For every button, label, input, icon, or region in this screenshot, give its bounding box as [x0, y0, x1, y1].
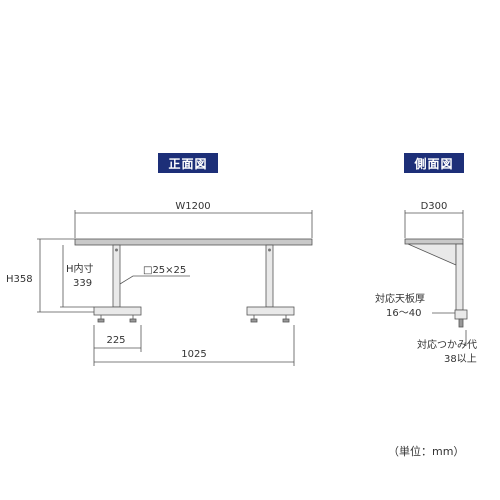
- right-foot: [246, 306, 295, 316]
- top-thickness-label-2: 16〜40: [386, 308, 421, 319]
- inner-height-label-1: H内寸: [66, 262, 94, 275]
- front-view: [37, 210, 313, 366]
- side-clamp: [454, 309, 468, 320]
- depth-label: D300: [421, 201, 448, 212]
- pipe-leader: [119, 275, 190, 285]
- span-label: 1025: [181, 349, 206, 360]
- unit-label: （単位：mm）: [388, 445, 465, 458]
- right-leg: [265, 244, 274, 308]
- height-label: H358: [6, 274, 33, 285]
- side-view-badge: 側面図: [404, 153, 464, 173]
- side-view: [404, 210, 468, 345]
- inner-height-label-2: 339: [73, 278, 92, 289]
- side-top: [404, 238, 464, 245]
- foot-span-label: 225: [106, 335, 125, 346]
- table-top: [74, 238, 313, 246]
- side-clamp-screw: [458, 318, 464, 328]
- right-foot-pad-1: [250, 318, 258, 323]
- side-post: [455, 243, 464, 311]
- top-thickness-label-1: 対応天板厚: [375, 292, 425, 305]
- grip-label-1: 対応つかみ代: [417, 338, 477, 351]
- left-foot-pad-2: [129, 318, 137, 323]
- pipe-label: □25×25: [143, 265, 186, 276]
- right-foot-pad-2: [282, 318, 290, 323]
- right-leg-bolt: [268, 248, 271, 252]
- front-view-badge: 正面図: [158, 153, 218, 173]
- left-leg-bolt: [115, 248, 118, 252]
- width-label: W1200: [175, 201, 210, 212]
- grip-label-2: 38以上: [444, 353, 477, 365]
- left-leg: [112, 244, 121, 308]
- left-foot-pad-1: [97, 318, 105, 323]
- left-foot: [93, 306, 142, 316]
- side-bracket: [407, 243, 457, 266]
